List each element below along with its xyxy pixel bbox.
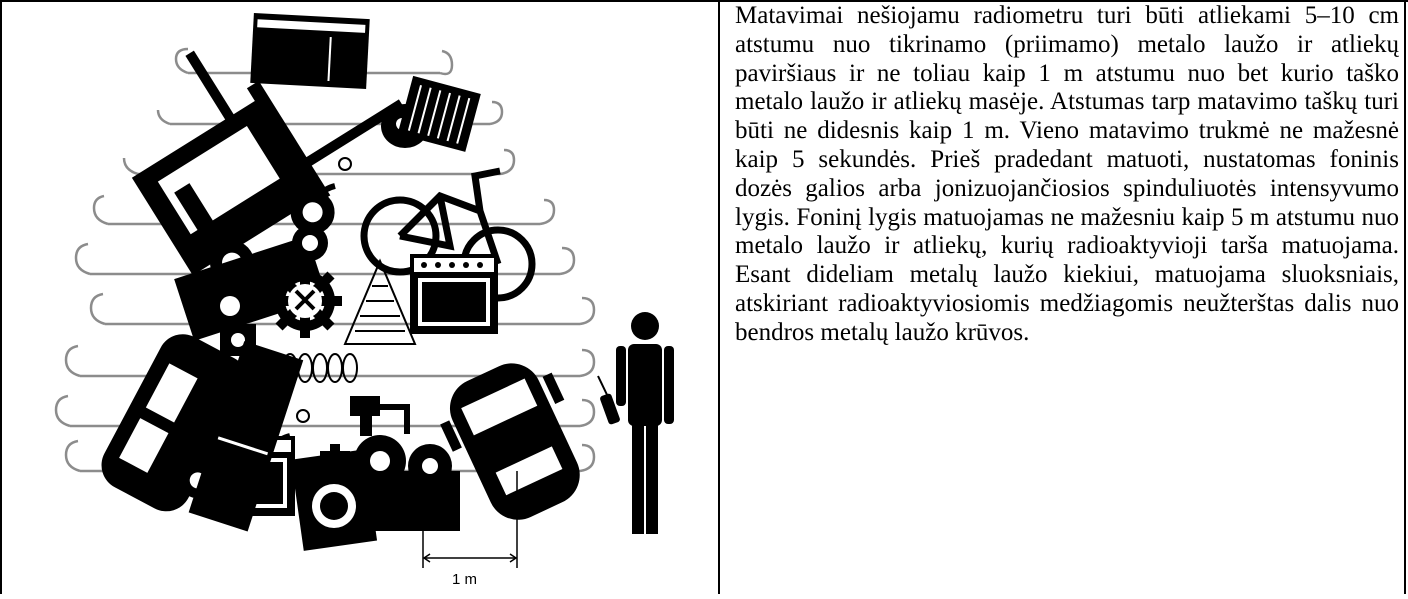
washing-machine-icon [290, 449, 378, 551]
freezer-icon [250, 13, 370, 89]
table-border-divider [718, 0, 720, 594]
person-with-radiometer-icon [597, 312, 674, 534]
faucet-icon [350, 396, 410, 436]
radiator-icon [397, 75, 481, 152]
forklift-icon [131, 50, 405, 285]
return-arrow-icon [54, 47, 596, 473]
description-cell: Matavimai nešiojamu radiometru turi būti… [735, 2, 1399, 594]
forklift-base-icon [174, 225, 328, 341]
scale-marker [422, 471, 518, 568]
oven-icon [410, 254, 498, 334]
scrap-metal-scan-illustration: 1 m [20, 6, 710, 594]
table-border-left [0, 0, 2, 594]
scale-label: 1 m [452, 571, 477, 588]
table-border-top [0, 0, 1408, 2]
table-border-right [1404, 0, 1406, 594]
measurement-description: Matavimai nešiojamu radiometru turi būti… [735, 2, 1399, 346]
car-top-icon [440, 363, 580, 520]
cone-pile-icon [343, 258, 417, 345]
gear-tools-icon [268, 264, 342, 338]
fridge-icon [188, 341, 304, 532]
